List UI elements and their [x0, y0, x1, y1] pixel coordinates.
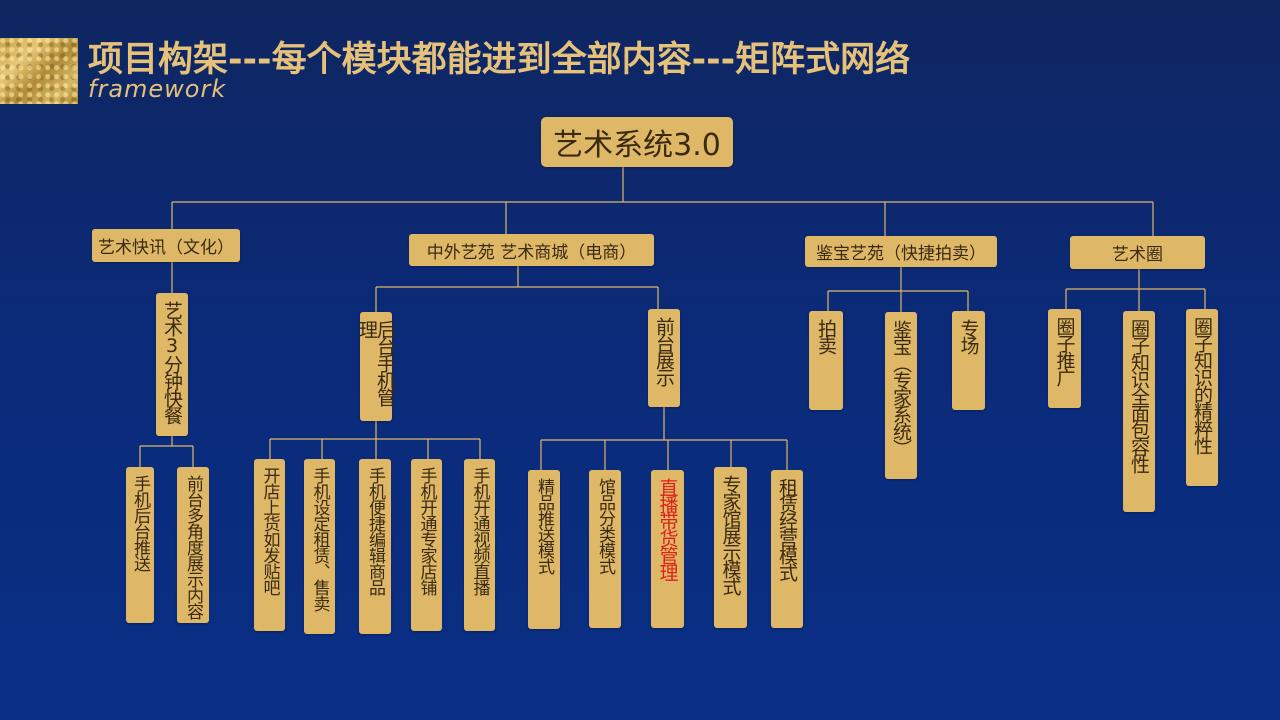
leaf-live-commerce: 直播带货管理: [651, 470, 684, 628]
root-node: 艺术系统3.0: [541, 117, 733, 167]
branch-art-mall: 中外艺苑 艺术商城（电商）: [409, 234, 654, 266]
leaf-featured-push: 精品推送模式: [528, 470, 560, 629]
leaf-edit-goods: 手机便捷编辑商品: [359, 459, 391, 634]
leaf-video-live: 手机开通视频直播: [464, 459, 495, 631]
leaf-expert-system: 鉴宝（专家系统）: [885, 312, 917, 479]
leaf-lease-mode: 租赁经营模式: [771, 470, 803, 628]
leaf-circle-essence: 圈子知识的精粹性: [1186, 309, 1218, 486]
page-subtitle: framework: [88, 75, 227, 103]
leaf-expert-shop: 手机开通专家店铺: [411, 459, 442, 631]
leaf-backend-push: 手机后台推送: [126, 467, 154, 623]
group-front-display: 前台展示: [648, 309, 680, 407]
node-art-3min: 艺术3分钟快餐: [156, 293, 188, 436]
gold-texture-block: [0, 38, 78, 104]
branch-art-circle: 艺术圈: [1070, 236, 1205, 269]
group-backend-mobile: 后台手机管理: [356, 312, 396, 421]
leaf-lease-sell: 手机设定租赁、售卖: [304, 459, 335, 634]
leaf-expert-hall: 专家馆展示模式: [714, 467, 747, 628]
leaf-circle-inclusive: 圈子知识全面包容性: [1123, 311, 1155, 512]
leaf-special-session: 专场: [952, 311, 985, 410]
leaf-auction: 拍卖: [809, 311, 843, 410]
leaf-category-mode: 馆品分类模式: [589, 470, 621, 628]
branch-art-news: 艺术快讯（文化）: [92, 229, 240, 262]
branch-appraisal: 鉴宝艺苑（快捷拍卖）: [805, 236, 997, 267]
leaf-multi-angle: 前台多角度展示内容: [177, 467, 209, 623]
page-title: 项目构架---每个模块都能进到全部内容---矩阵式网络: [88, 40, 911, 80]
leaf-open-store: 开店上货如发贴吧: [254, 459, 285, 631]
leaf-circle-promo: 圈子推广: [1048, 309, 1081, 408]
